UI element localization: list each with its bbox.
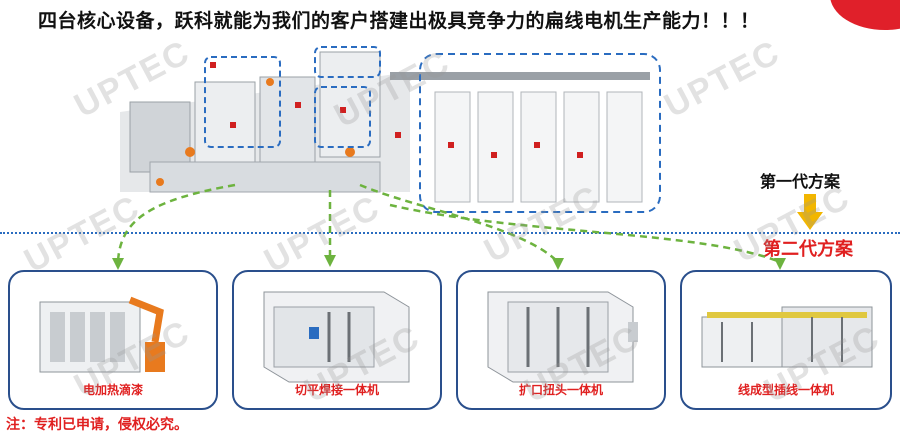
watermark: UPTEC — [658, 32, 787, 126]
factory-layout-illustration — [120, 46, 661, 213]
machine-card-drip-coating: 电加热滴漆 — [8, 270, 218, 410]
down-arrow-icon — [797, 194, 823, 230]
machine-label: 切平焊接一体机 — [294, 383, 379, 397]
page-title: 四台核心设备，跃科就能为我们的客户搭建出极具竞争力的扁线电机生产能力！！！ — [38, 10, 760, 32]
machine-card-cut-weld: 切平焊接一体机 — [232, 270, 442, 410]
first-generation-label: 第一代方案 — [760, 172, 841, 191]
cut-weld-machine-image — [263, 291, 410, 383]
second-generation-label: 第二代方案 — [763, 239, 853, 260]
patent-note: 注：专利已申请，侵权必究。 — [6, 417, 188, 433]
machine-label: 线成型插线一体机 — [737, 383, 834, 397]
machine-card-form-insert: 线成型插线一体机 — [680, 270, 892, 410]
machine-label: 扩口扭头一体机 — [518, 383, 603, 397]
form-insert-machine-image — [701, 306, 873, 368]
machine-label: 电加热滴漆 — [82, 383, 143, 397]
generation-divider — [0, 232, 900, 234]
drip-coating-machine-image — [39, 296, 165, 373]
expand-twist-machine-image — [487, 291, 638, 383]
corner-accent — [830, 0, 900, 30]
machine-card-expand-twist: 扩口扭头一体机 — [456, 270, 666, 410]
